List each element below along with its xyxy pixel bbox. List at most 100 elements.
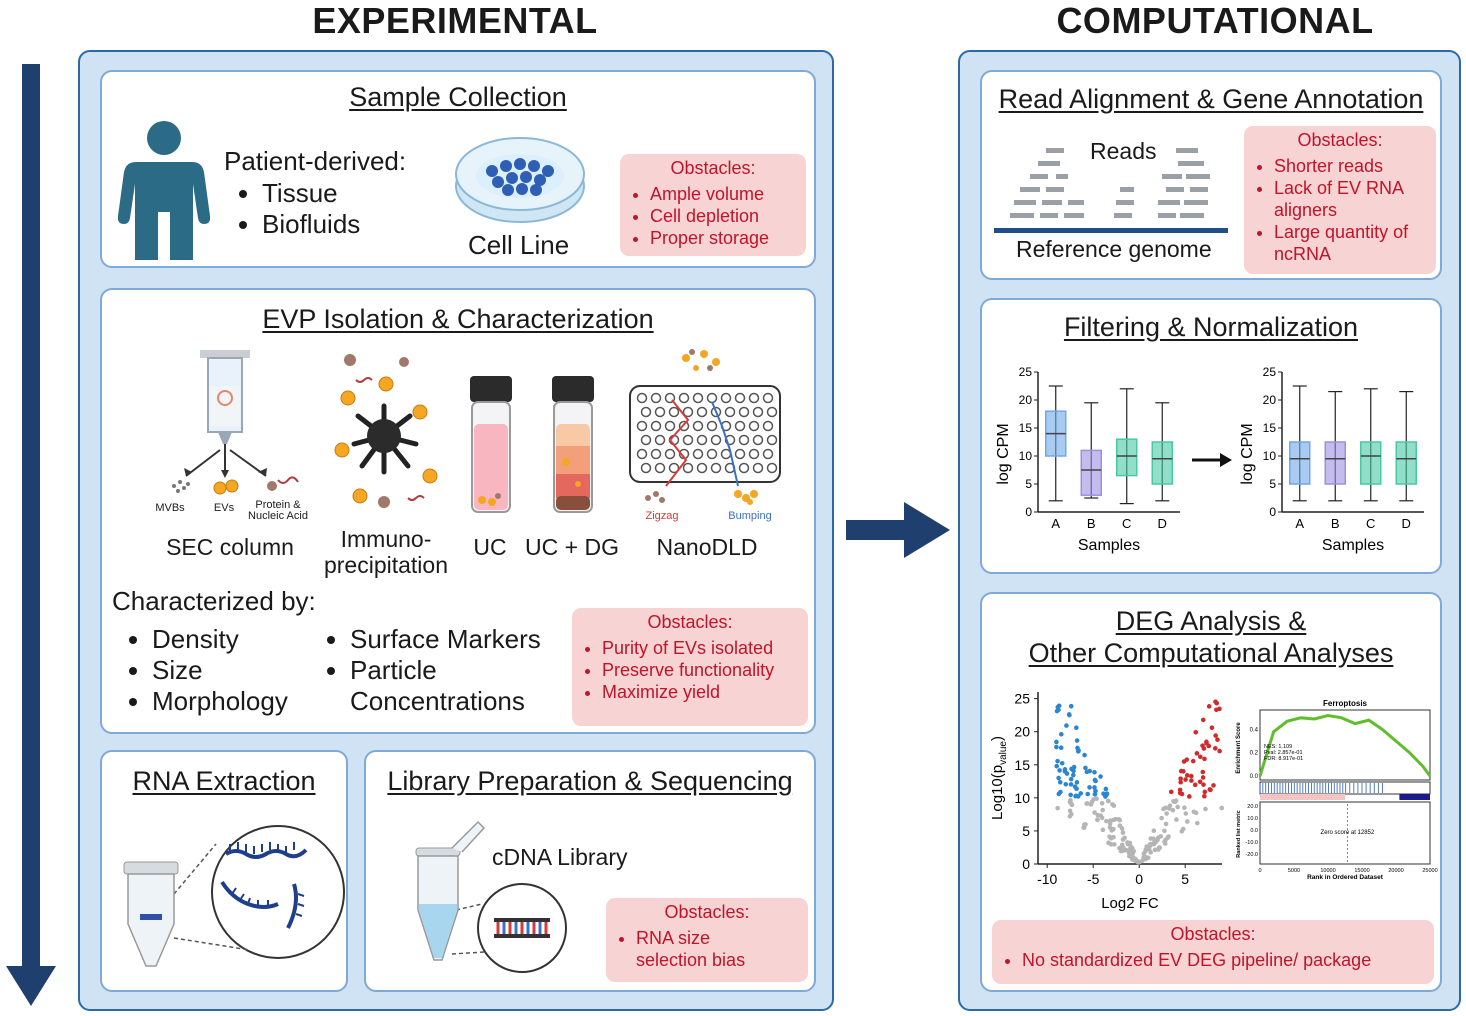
volcano-point bbox=[1162, 828, 1167, 834]
volcano-point bbox=[1179, 791, 1185, 797]
gsea-stat: Pval: 2.857e-01 bbox=[1264, 750, 1303, 756]
volcano-point bbox=[1057, 779, 1063, 785]
characterized-list-left: Density Size Morphology bbox=[114, 624, 288, 717]
patient-derived-label: Patient-derived: bbox=[224, 146, 407, 176]
volcano-point bbox=[1066, 712, 1072, 717]
volcano-point bbox=[1177, 787, 1183, 793]
volcano-point bbox=[1200, 775, 1206, 780]
gsea-x-label: Rank in Ordered Dataset bbox=[1307, 874, 1384, 881]
volcano-point bbox=[1100, 827, 1106, 833]
y-axis-label: Log10(pvalue) bbox=[989, 736, 1009, 820]
volcano-point bbox=[1092, 810, 1097, 815]
dld-bumping-label: Bumping bbox=[728, 510, 772, 522]
obstacles-list: Ample volume Cell depletion Proper stora… bbox=[620, 183, 806, 249]
volcano-point bbox=[1106, 798, 1111, 804]
volcano-point bbox=[1088, 802, 1094, 807]
gsea-stat: FDR: 8.917e-01 bbox=[1264, 756, 1303, 762]
characterized-by-label: Characterized by: bbox=[112, 586, 316, 616]
library-prep-box: Library Preparation & Sequencing cDNA Li… bbox=[364, 750, 816, 992]
obstacles-list: Purity of EVs isolated Preserve function… bbox=[572, 637, 808, 703]
filtering-title: Filtering & Normalization bbox=[1063, 312, 1359, 342]
x-tick-label: C bbox=[1366, 516, 1375, 531]
volcano-point bbox=[1093, 788, 1098, 794]
volcano-point bbox=[1064, 723, 1069, 728]
volcano-point bbox=[1120, 837, 1126, 842]
volcano-point bbox=[1068, 782, 1074, 787]
y-tick-label: 5 bbox=[1025, 477, 1032, 491]
volcano-point bbox=[1074, 725, 1079, 731]
gsea-x-tick-label: 25000 bbox=[1422, 868, 1437, 874]
obstacles-title: Obstacles: bbox=[664, 902, 750, 922]
volcano-point bbox=[1201, 782, 1206, 787]
gsea-zero-label: Zero score at 12852 bbox=[1321, 830, 1375, 836]
read-alignment-box: Read Alignment & Gene Annotation Reads R… bbox=[980, 70, 1442, 280]
y-tick-label: 15 bbox=[1019, 421, 1033, 435]
volcano-point bbox=[1067, 813, 1073, 819]
gsea-rank-tick: 10.0 bbox=[1247, 816, 1258, 822]
x-tick-label: D bbox=[1402, 516, 1411, 531]
patient-sample-item: Tissue bbox=[262, 178, 360, 209]
person-icon bbox=[117, 121, 211, 260]
x-tick-label: C bbox=[1122, 516, 1131, 531]
workflow-down-arrow bbox=[6, 64, 56, 1006]
volcano-point bbox=[1107, 818, 1113, 823]
volcano-point bbox=[1068, 703, 1074, 709]
obstacle-item: Shorter reads bbox=[1274, 155, 1436, 177]
volcano-point bbox=[1095, 812, 1101, 818]
volcano-point bbox=[1195, 820, 1200, 826]
box bbox=[1324, 441, 1346, 485]
volcano-point bbox=[1202, 793, 1207, 799]
volcano-point bbox=[1084, 801, 1089, 806]
uc-dg-tube-icon bbox=[552, 376, 594, 513]
box bbox=[1151, 441, 1173, 485]
volcano-point bbox=[1111, 834, 1116, 840]
volcano-point bbox=[1127, 846, 1133, 852]
obstacle-item: Proper storage bbox=[650, 227, 806, 249]
gsea-rank-tick: -10.0 bbox=[1245, 840, 1258, 846]
volcano-point bbox=[1166, 834, 1171, 839]
volcano-point bbox=[1204, 739, 1209, 745]
gsea-rank-label: Ranked list metric bbox=[1236, 810, 1242, 857]
obstacles-list: No standardized EV DEG pipeline/ package bbox=[992, 949, 1434, 971]
experimental-heading: EXPERIMENTAL bbox=[312, 0, 598, 41]
volcano-point bbox=[1213, 733, 1218, 738]
characteristic-item: Density bbox=[152, 624, 288, 655]
volcano-point bbox=[1208, 787, 1213, 793]
obstacle-item: Ample volume bbox=[650, 183, 806, 205]
y-tick-label: 0 bbox=[1269, 505, 1276, 519]
volcano-point bbox=[1183, 777, 1188, 782]
volcano-point bbox=[1087, 768, 1093, 774]
computational-panel: Read Alignment & Gene Annotation Reads R… bbox=[958, 50, 1461, 1011]
volcano-point bbox=[1212, 746, 1218, 751]
volcano-point bbox=[1197, 754, 1203, 760]
volcano-point bbox=[1151, 828, 1157, 833]
uc-tube-icon bbox=[470, 376, 512, 513]
volcano-point bbox=[1217, 706, 1222, 712]
volcano-point bbox=[1211, 783, 1216, 788]
volcano-point bbox=[1092, 777, 1098, 783]
characterized-list-right: Surface Markers Particle Concentrations bbox=[312, 624, 541, 717]
volcano-point bbox=[1164, 811, 1169, 816]
volcano-point bbox=[1194, 751, 1200, 756]
read-alignment-title: Read Alignment & Gene Annotation bbox=[998, 84, 1424, 114]
normalize-arrow-icon bbox=[1192, 453, 1232, 467]
volcano-point bbox=[1099, 800, 1105, 806]
gsea-y-tick-label: 0.2 bbox=[1250, 751, 1259, 757]
volcano-point bbox=[1085, 791, 1091, 797]
sample-collection-box: Sample Collection Patient-derived: Tissu… bbox=[100, 70, 816, 268]
gsea-x-tick-label: 0 bbox=[1258, 868, 1261, 874]
volcano-point bbox=[1056, 775, 1061, 781]
volcano-point bbox=[1067, 808, 1073, 814]
volcano-point bbox=[1130, 851, 1135, 857]
volcano-point bbox=[1181, 759, 1187, 764]
volcano-point bbox=[1058, 745, 1064, 751]
volcano-point bbox=[1119, 826, 1125, 831]
volcano-point bbox=[1180, 826, 1186, 832]
volcano-point bbox=[1117, 845, 1122, 851]
volcano-point bbox=[1206, 743, 1212, 749]
cdna-library-label: cDNA Library bbox=[492, 844, 628, 870]
box bbox=[1116, 438, 1138, 477]
immunoprecipitation-icon bbox=[334, 354, 438, 508]
sec-column-icon bbox=[172, 350, 299, 495]
deg-title-line1: DEG Analysis & bbox=[1115, 606, 1307, 636]
